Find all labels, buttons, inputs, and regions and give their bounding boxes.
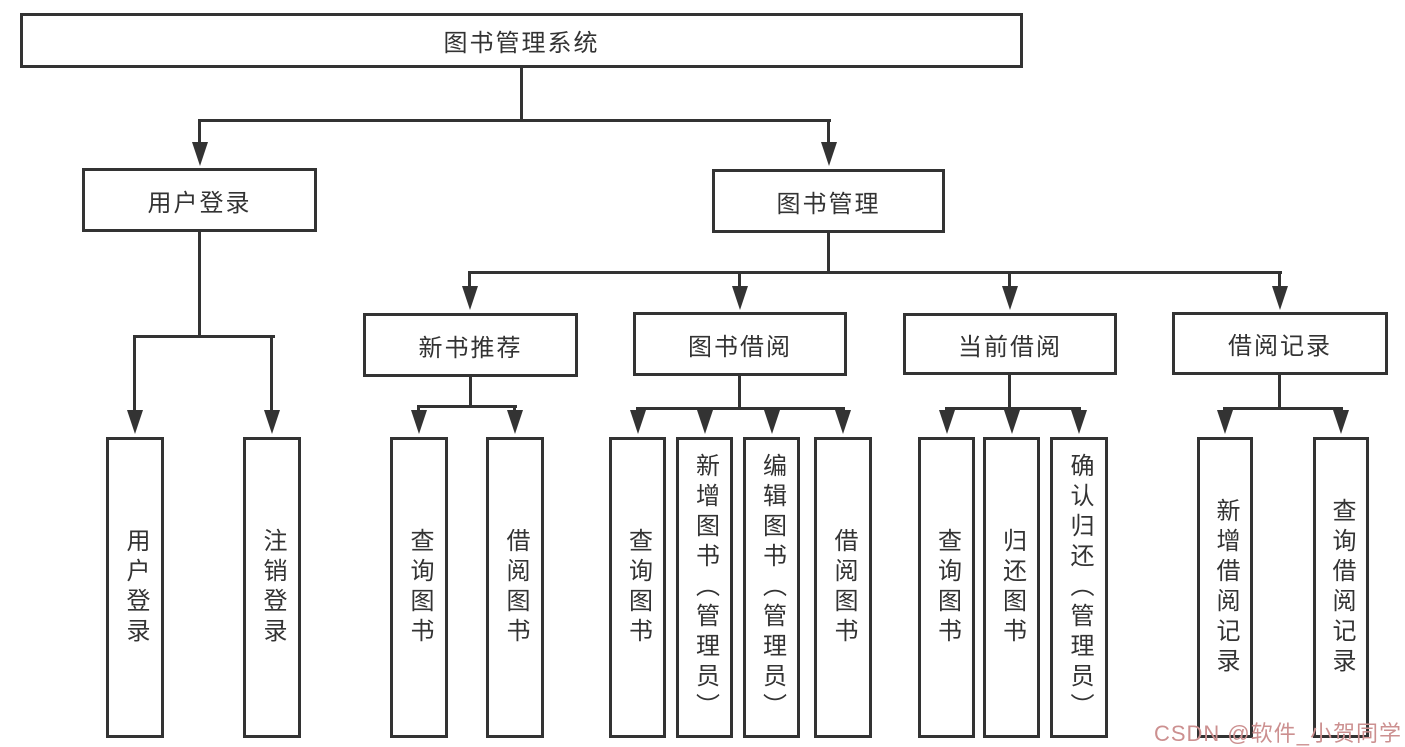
connector-line — [198, 232, 201, 338]
leaf-cb-query-books: 查询图书 — [918, 437, 975, 738]
connector-line — [945, 407, 1081, 410]
leaf-user-login: 用户登录 — [106, 437, 164, 738]
arrow-down-icon — [841, 407, 844, 410]
leaf-label: 用户登录 — [122, 527, 149, 648]
arrow-down-icon — [270, 335, 273, 410]
leaf-label: 归还图书 — [998, 527, 1026, 648]
leaf-label: 编辑图书（管理员） — [758, 452, 786, 723]
leaf-label: 借阅图书 — [830, 527, 857, 648]
arrow-down-icon — [636, 407, 639, 410]
node-user-login: 用户登录 — [82, 168, 317, 232]
arrow-down-icon — [827, 119, 830, 142]
arrow-down-icon — [468, 271, 471, 286]
connector-line — [636, 407, 845, 410]
arrow-down-icon — [770, 407, 773, 410]
arrow-down-icon — [133, 335, 136, 410]
node-label: 用户登录 — [147, 189, 252, 217]
node-label: 借阅记录 — [1228, 333, 1332, 360]
connector-line — [469, 377, 472, 408]
leaf-label: 查询图书 — [406, 527, 433, 648]
node-label: 当前借阅 — [958, 333, 1062, 361]
leaf-label: 注销登录 — [259, 527, 286, 648]
connector-line — [198, 119, 831, 122]
watermark: CSDN @软件_小贺同学 — [1153, 721, 1402, 746]
leaf-label: 确认归还（管理员） — [1066, 452, 1093, 723]
leaf-br-add-record: 新增借阅记录 — [1197, 437, 1253, 738]
node-root-label: 图书管理系统 — [443, 30, 600, 57]
leaf-label: 借阅图书 — [502, 527, 529, 648]
leaf-logout: 注销登录 — [243, 437, 301, 738]
node-current-borrow: 当前借阅 — [903, 313, 1117, 375]
node-label: 图书管理 — [776, 190, 881, 218]
node-book-borrow: 图书借阅 — [633, 312, 847, 376]
arrow-down-icon — [417, 405, 420, 410]
node-label: 新书推荐 — [418, 334, 523, 362]
leaf-label: 查询借阅记录 — [1328, 497, 1355, 678]
node-label: 图书借阅 — [688, 333, 792, 361]
connector-line — [133, 335, 275, 338]
arrow-down-icon — [1077, 407, 1080, 410]
leaf-bb-query-books: 查询图书 — [609, 437, 666, 738]
arrow-down-icon — [198, 119, 201, 142]
leaf-cb-return-books: 归还图书 — [983, 437, 1040, 738]
arrow-down-icon — [738, 271, 741, 286]
leaf-bb-edit-books: 编辑图书（管理员） — [743, 437, 800, 738]
connector-line — [827, 233, 830, 274]
connector-line — [417, 405, 517, 408]
arrow-down-icon — [1010, 407, 1013, 410]
arrow-down-icon — [513, 405, 516, 410]
node-root: 图书管理系统 — [20, 13, 1023, 68]
leaf-bb-add-books: 新增图书（管理员） — [676, 437, 733, 738]
arrow-down-icon — [1339, 407, 1342, 410]
arrow-down-icon — [945, 407, 948, 410]
arrow-down-icon — [703, 407, 706, 410]
leaf-cb-confirm-return: 确认归还（管理员） — [1050, 437, 1108, 738]
leaf-label: 新增借阅记录 — [1212, 497, 1239, 678]
leaf-label: 新增图书（管理员） — [691, 452, 719, 723]
leaf-label: 查询图书 — [624, 527, 652, 648]
connector-line — [1278, 375, 1281, 410]
arrow-down-icon — [1223, 407, 1226, 410]
arrow-down-icon — [1008, 271, 1011, 286]
node-book-management: 图书管理 — [712, 169, 945, 233]
connector-line — [738, 376, 741, 410]
leaf-label: 查询图书 — [933, 527, 961, 648]
connector-line — [520, 68, 523, 122]
node-borrow-records: 借阅记录 — [1172, 312, 1388, 375]
connector-line — [468, 271, 1282, 274]
leaf-bb-borrow-books: 借阅图书 — [814, 437, 872, 738]
leaf-br-query-record: 查询借阅记录 — [1313, 437, 1369, 738]
connector-line — [1008, 375, 1011, 410]
connector-line — [1223, 407, 1343, 410]
leaf-nbr-query-books: 查询图书 — [390, 437, 448, 738]
node-new-book-recommend: 新书推荐 — [363, 313, 578, 377]
leaf-nbr-borrow-books: 借阅图书 — [486, 437, 544, 738]
arrow-down-icon — [1278, 271, 1281, 286]
